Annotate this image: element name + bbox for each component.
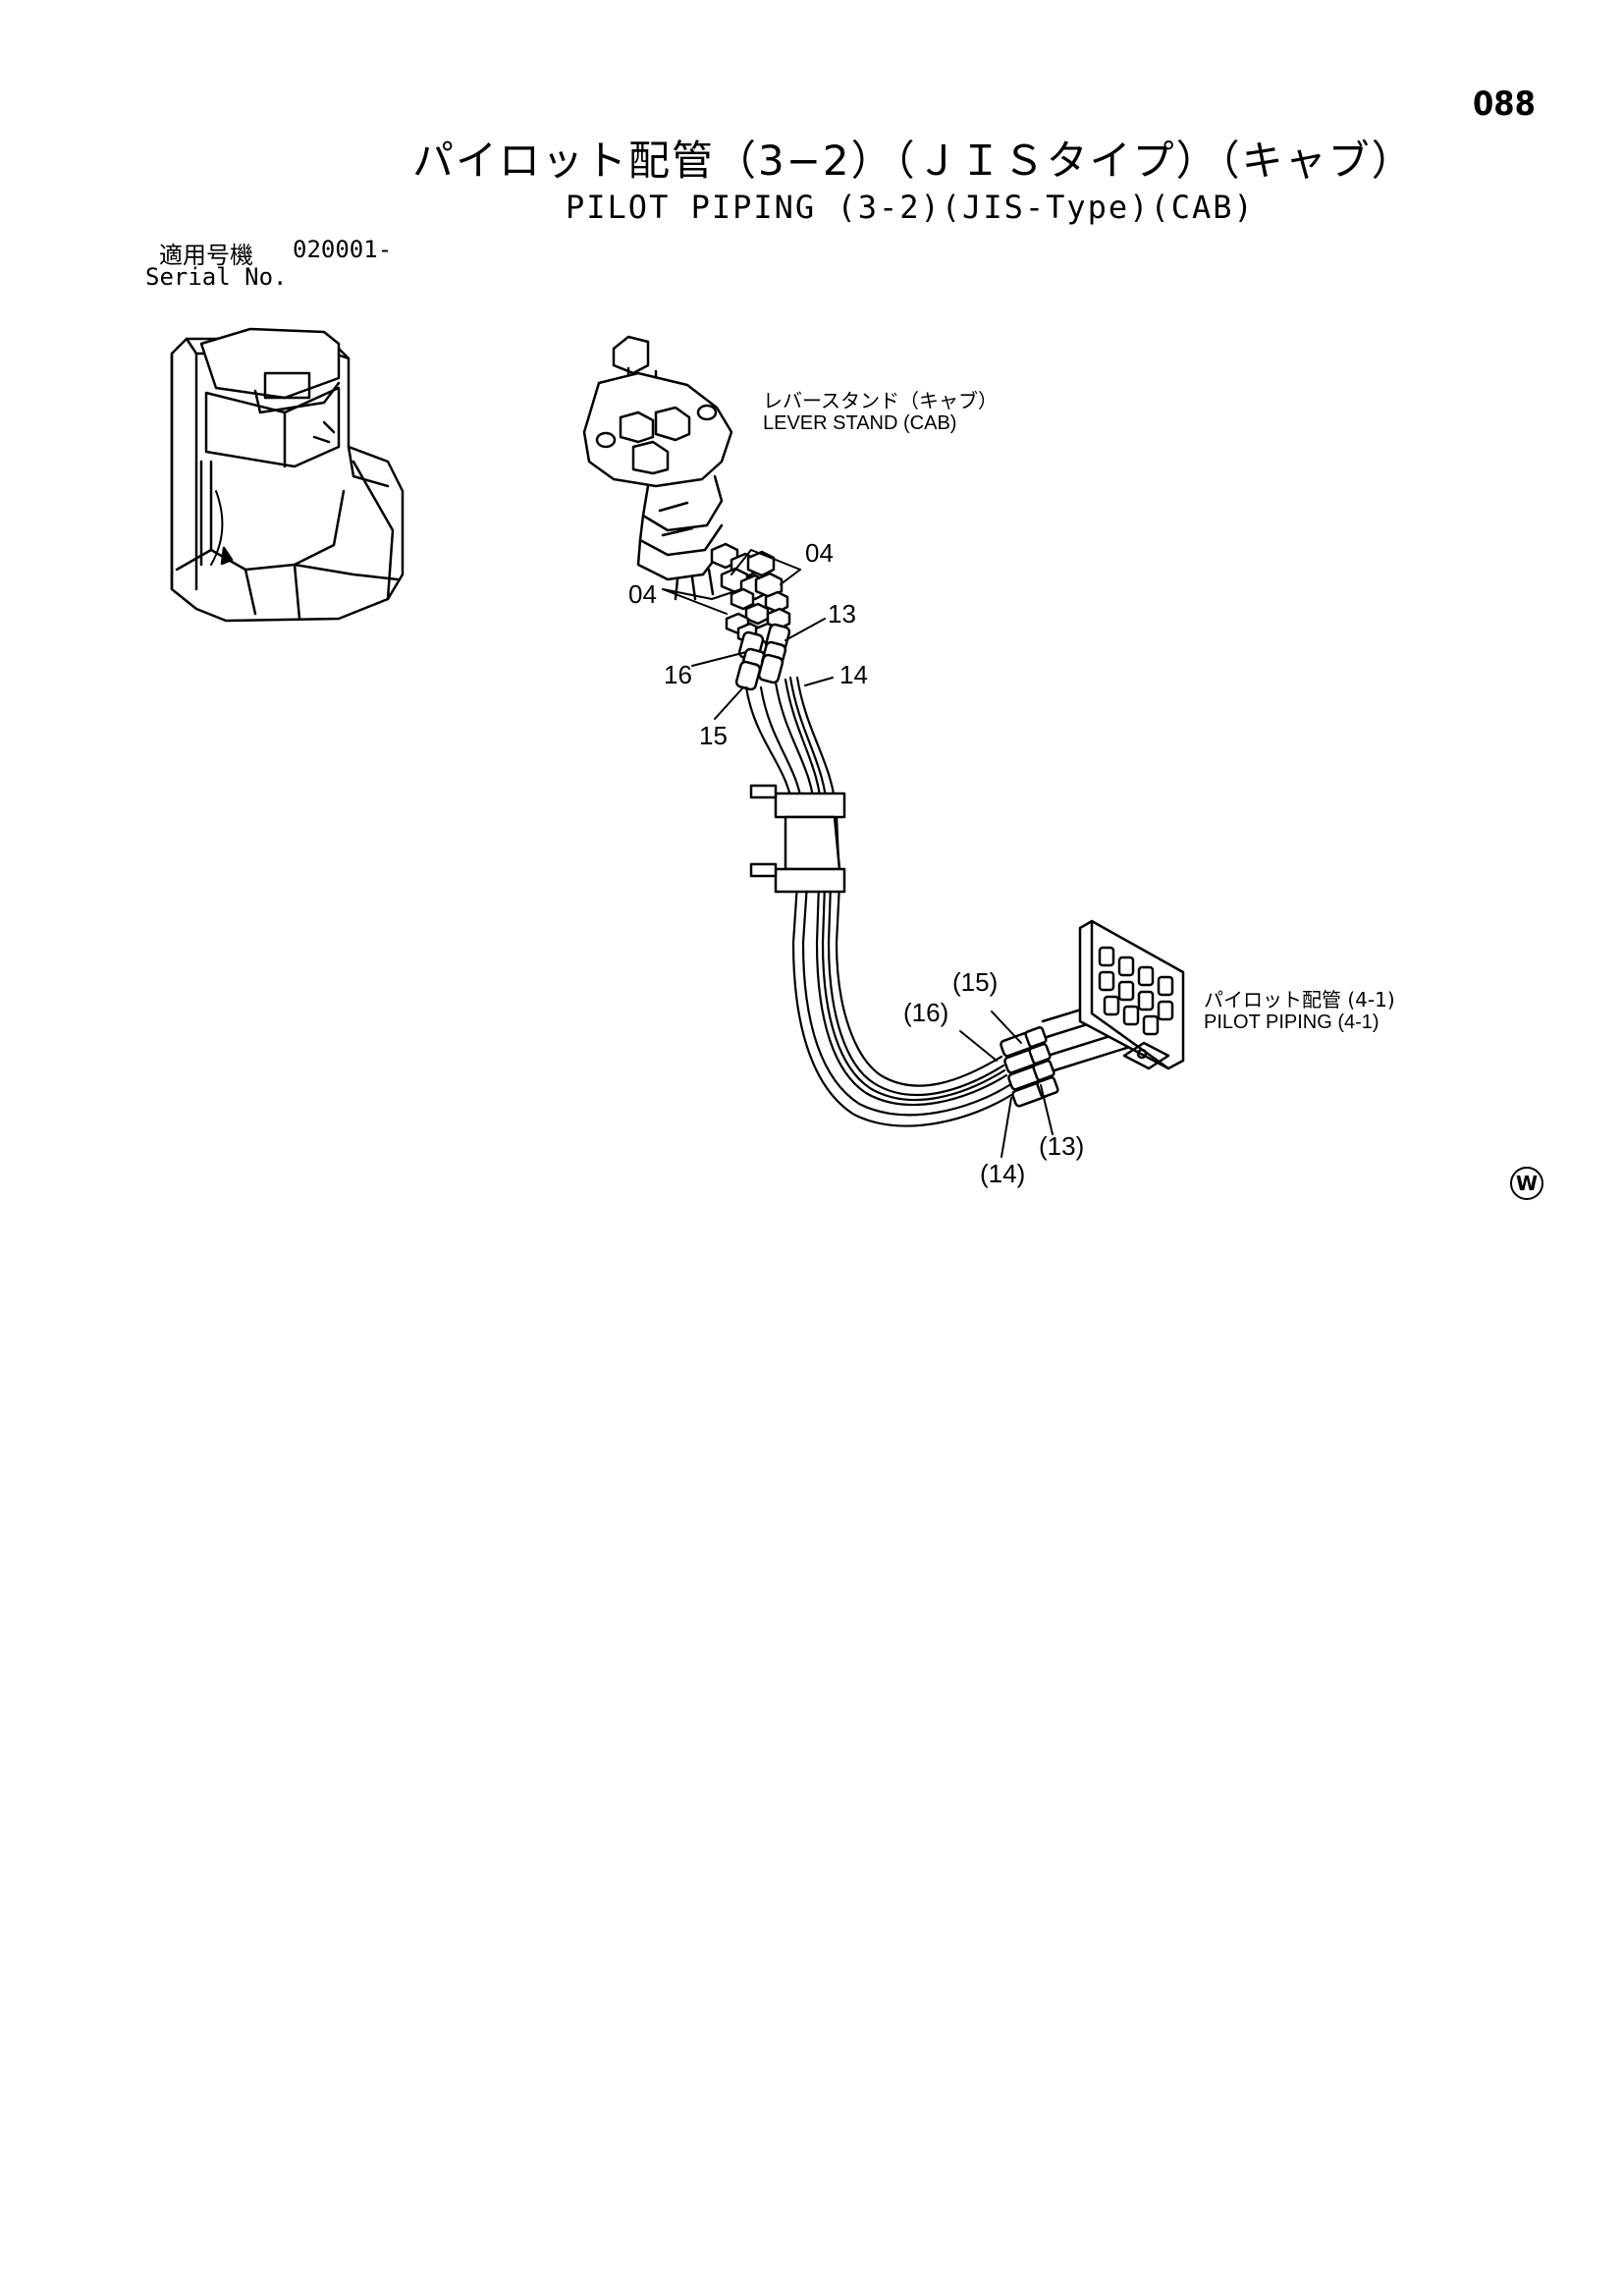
page-title-japanese: パイロット配管（3−2）（ＪＩＳタイプ）（キャブ） [412, 137, 1415, 185]
lever-stand-label-japanese: レバースタンド（キャブ） [763, 389, 998, 412]
pilot-piping-label-english: PILOT PIPING (4-1) [1204, 1011, 1380, 1033]
callout-14: 14 [839, 660, 868, 689]
callout-15: 15 [699, 721, 728, 750]
cab-machine-illustration [170, 327, 405, 623]
callout-04-left: 04 [628, 579, 657, 609]
pilot-hose-bundle [744, 676, 1013, 1127]
serial-range: 020001- [293, 236, 393, 263]
callout-16-paren: (16) [903, 998, 949, 1027]
page-title-english: PILOT PIPING (3-2)(JIS-Type)(CAB) [566, 189, 1255, 226]
serial-label-japanese: 適用号機 [159, 242, 253, 269]
pilot-block-illustration [1041, 919, 1185, 1072]
page-number: 088 [1473, 84, 1536, 124]
watermark-logo: W [1510, 1167, 1543, 1200]
serial-label-english: Serial No. [145, 263, 288, 291]
callout-16: 16 [664, 660, 692, 689]
hose-clamps [749, 784, 846, 894]
fitting-cluster [710, 542, 791, 691]
callout-14-paren: (14) [980, 1159, 1026, 1188]
lever-stand-label-english: LEVER STAND (CAB) [763, 412, 957, 434]
callout-04-right: 04 [805, 538, 834, 568]
callout-15-paren: (15) [952, 967, 999, 997]
pilot-piping-label-japanese: パイロット配管 (4-1) [1204, 988, 1395, 1011]
lever-stand-illustration [582, 335, 733, 601]
hose-end-fittings [1000, 1025, 1059, 1108]
callout-13-paren: (13) [1039, 1131, 1085, 1161]
leader-lines [662, 549, 1054, 1158]
callout-13: 13 [828, 599, 856, 629]
